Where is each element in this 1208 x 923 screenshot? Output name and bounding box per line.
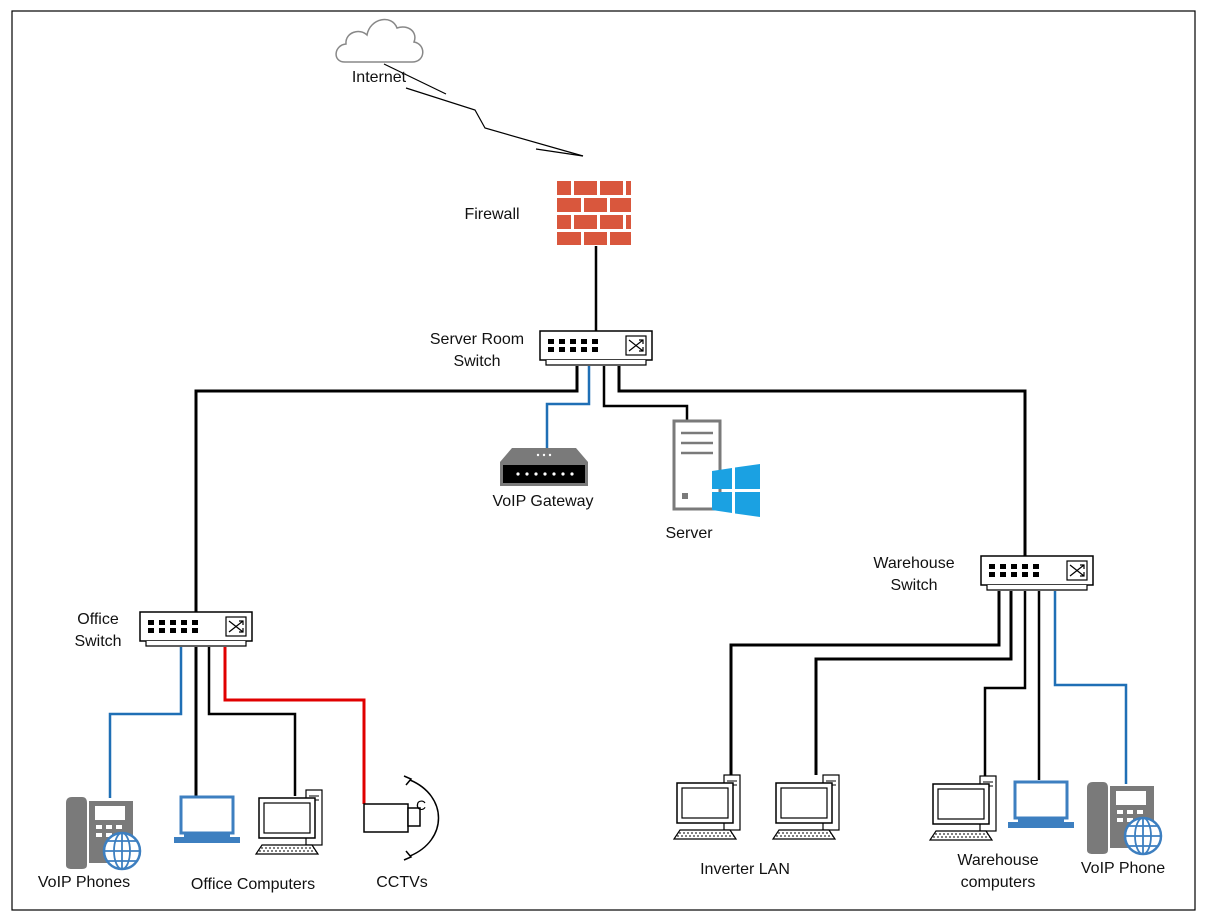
office-uplink — [194, 366, 579, 612]
voip-phones-icon — [64, 795, 142, 871]
warehouse-switch-label-1: Warehouse — [873, 555, 954, 572]
server-label: Server — [665, 525, 713, 542]
inverter-lan-label: Inverter LAN — [700, 861, 790, 878]
internet-label: Internet — [352, 69, 407, 86]
inverter-desktop-2-icon — [772, 774, 840, 840]
server-room-switch-label-2: Switch — [453, 353, 500, 370]
svg-text:C: C — [416, 797, 426, 813]
office-desktop-icon — [255, 789, 323, 855]
office-switch-label-1: Office — [77, 611, 119, 628]
warehouse-computers-label-2: computers — [961, 874, 1036, 891]
office-switch-icon — [139, 611, 253, 647]
warehouse-uplink — [617, 366, 1027, 556]
desktop-link — [207, 647, 297, 796]
internet-link — [405, 87, 584, 157]
inverter-link-2 — [814, 591, 1013, 775]
warehouse-computers-label-1: Warehouse — [957, 852, 1038, 869]
firewall-label: Firewall — [464, 206, 519, 223]
cctv-link — [223, 647, 366, 804]
cctv-camera-icon: C — [363, 775, 440, 861]
brick-wall-icon — [557, 181, 631, 245]
gateway-link — [545, 366, 591, 448]
warehouse-laptop-icon — [1006, 780, 1076, 830]
cloud-icon — [335, 18, 424, 63]
wires — [108, 63, 1128, 804]
warehouse-desktop-icon — [929, 775, 997, 841]
server-room-switch-icon — [539, 330, 653, 366]
voip-gateway-label: VoIP Gateway — [492, 493, 593, 510]
diagram-frame — [11, 10, 1196, 911]
inverter-link-1 — [729, 591, 1001, 775]
voip-phones-label: VoIP Phones — [38, 874, 130, 891]
voip-phone-icon — [1085, 780, 1163, 856]
inverter-desktop-1-icon — [673, 774, 741, 840]
warehouse-desktop-link — [983, 591, 1027, 776]
cctvs-label: CCTVs — [376, 874, 428, 891]
server-room-switch-label-1: Server Room — [430, 331, 524, 348]
voip-phone-link — [1053, 591, 1128, 784]
office-switch-label-2: Switch — [74, 633, 121, 650]
office-laptop-icon — [172, 795, 242, 845]
voip-phone-label: VoIP Phone — [1081, 860, 1165, 877]
warehouse-switch-label-2: Switch — [890, 577, 937, 594]
windows-logo-icon — [712, 464, 760, 517]
warehouse-switch-icon — [980, 555, 1094, 591]
office-computers-label: Office Computers — [191, 876, 315, 893]
voip-phones-link — [108, 647, 183, 798]
server-link — [602, 366, 689, 421]
voip-gateway-icon — [500, 448, 588, 486]
